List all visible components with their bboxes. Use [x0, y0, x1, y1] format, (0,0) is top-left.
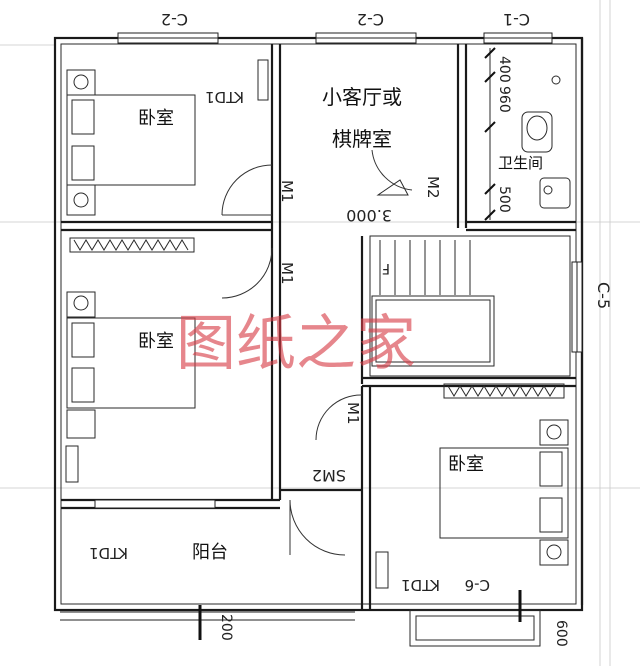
door-m1-b: M1: [278, 262, 296, 285]
door-m1-c: M1: [344, 402, 362, 425]
level-3000: 3.000: [346, 206, 392, 225]
door-m2: M2: [424, 176, 442, 199]
ac-units: [65, 59, 389, 589]
room-balcony: 阳台: [192, 542, 228, 563]
door-swings: [221, 149, 413, 556]
window-c6: C-6: [465, 576, 490, 594]
bed-top-left: [66, 69, 196, 216]
dim-960: 960: [496, 86, 512, 113]
room-labels: 卧室 小客厅或 棋牌室 卫生间 卧室 卧室 阳台: [138, 85, 543, 563]
room-bedroom-right: 卧室: [448, 454, 484, 475]
ac-ktd1-top: KTD1: [205, 88, 244, 106]
bed-right: [439, 419, 569, 566]
bath-dimension-line: [484, 47, 496, 221]
stair-mark: F: [382, 260, 390, 276]
dim-400: 400: [496, 56, 512, 83]
dim-600: 600: [553, 620, 569, 647]
dimension-labels: 400 960 500 200 600 3.000 F: [218, 56, 569, 647]
level-marker-icon: [376, 179, 409, 196]
windows: [60, 32, 583, 647]
room-chess: 棋牌室: [332, 127, 392, 151]
door-labels: M1 M1 M1 M2 SM2: [278, 176, 442, 485]
ac-ktd1-bottom-right: KTD1: [401, 576, 440, 594]
door-sm2: SM2: [312, 466, 346, 485]
room-small-living: 小客厅或: [322, 85, 402, 109]
room-bedroom-top-left: 卧室: [138, 108, 174, 129]
bathroom-fixtures: [521, 75, 571, 209]
window-c5: C-5: [594, 282, 613, 309]
watermark: 图纸之家: [176, 309, 416, 379]
room-bathroom: 卫生间: [498, 154, 543, 172]
dim-200: 200: [218, 614, 234, 641]
stairs: [371, 240, 495, 367]
window-c2-mid: C-2: [357, 10, 384, 29]
ac-labels: KTD1 KTD1 KTD1: [89, 88, 440, 594]
window-labels: C-2 C-2 C-1 C-5 C-6: [161, 10, 613, 594]
door-m1-a: M1: [278, 180, 296, 203]
bed-mid-left: [66, 291, 196, 439]
wardrobes: [69, 237, 565, 399]
room-bedroom-mid-left: 卧室: [138, 331, 174, 352]
dim-500: 500: [496, 186, 512, 213]
window-c2-left: C-2: [161, 10, 188, 29]
window-c1: C-1: [503, 10, 530, 29]
ac-ktd1-balcony: KTD1: [89, 544, 128, 562]
